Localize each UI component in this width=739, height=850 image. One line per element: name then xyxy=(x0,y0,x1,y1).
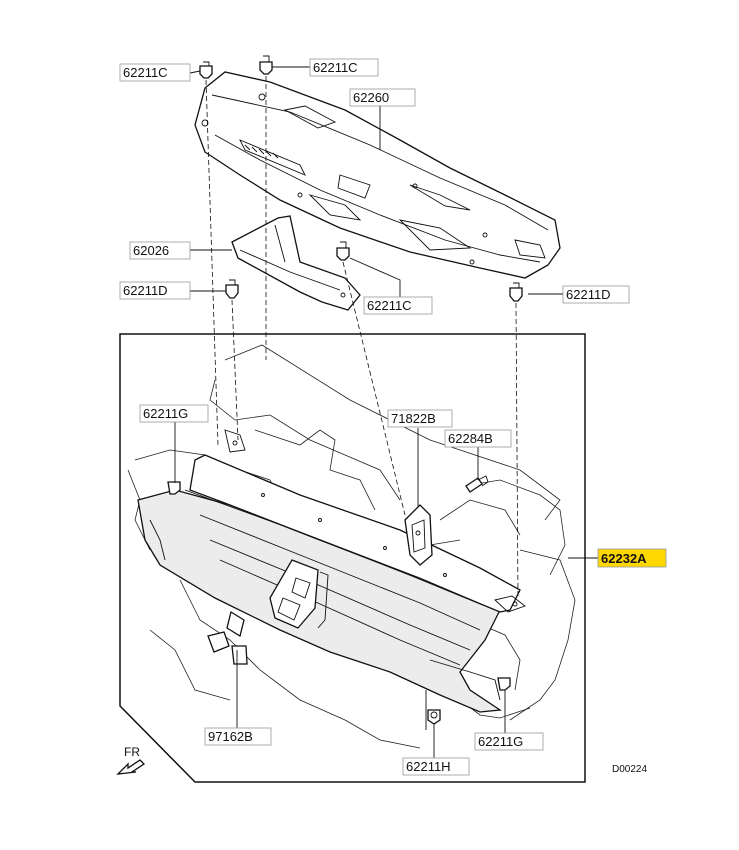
label-62232a: 62232A xyxy=(597,548,667,568)
clip-62211h-bottom xyxy=(427,709,441,725)
label-62211c-top-center: 62211C xyxy=(309,58,379,77)
svg-text:71822B: 71822B xyxy=(391,411,436,426)
bracket-62026 xyxy=(231,215,361,311)
svg-text:62260: 62260 xyxy=(353,90,389,105)
label-62211h-bottom: 62211H xyxy=(402,757,470,776)
svg-text:62211D: 62211D xyxy=(123,283,168,298)
svg-text:62211C: 62211C xyxy=(123,65,168,80)
svg-text:62211C: 62211C xyxy=(367,298,412,313)
svg-text:62232A: 62232A xyxy=(601,551,647,566)
bracket-71822b xyxy=(404,504,433,566)
clip-62211d-left xyxy=(225,279,239,299)
bolt-62284b xyxy=(465,475,489,493)
label-71822b: 71822B xyxy=(387,409,453,428)
svg-text:62026: 62026 xyxy=(133,243,169,258)
label-62211g-bottom: 62211G xyxy=(474,732,544,751)
label-62211d-right: 62211D xyxy=(562,285,630,304)
drawing-code: D00224 xyxy=(612,764,647,775)
clip-62211g-bottom xyxy=(497,677,511,691)
clip-62211g-left xyxy=(167,481,181,495)
label-62211d-left: 62211D xyxy=(119,281,191,300)
front-arrow-icon xyxy=(116,759,146,775)
emblem-97162b xyxy=(207,610,248,665)
label-62284b: 62284B xyxy=(444,429,512,448)
clip-62211c-top-center xyxy=(259,55,273,75)
label-62211g-left: 62211G xyxy=(139,404,209,423)
svg-text:62284B: 62284B xyxy=(448,431,493,446)
svg-text:62211G: 62211G xyxy=(143,406,188,421)
label-62211c-center: 62211C xyxy=(363,296,433,315)
clip-62211c-center xyxy=(336,241,350,261)
assembly-lines xyxy=(205,76,519,599)
label-62260: 62260 xyxy=(349,88,416,107)
clip-62211c-top-left xyxy=(199,61,213,79)
svg-text:FR: FR xyxy=(124,745,140,759)
front-direction-indicator: FR xyxy=(116,745,146,775)
upper-cover-panel xyxy=(194,71,561,279)
svg-text:62211D: 62211D xyxy=(566,287,611,302)
label-97162b: 97162B xyxy=(204,727,272,746)
front-grille xyxy=(137,429,526,713)
label-62211c-top-left: 62211C xyxy=(119,63,191,82)
svg-text:97162B: 97162B xyxy=(208,729,253,744)
svg-text:62211G: 62211G xyxy=(478,734,523,749)
clip-62211d-right xyxy=(509,282,523,302)
grille-assembly-frame xyxy=(119,333,586,783)
label-62026: 62026 xyxy=(129,241,191,260)
svg-text:62211C: 62211C xyxy=(313,60,358,75)
svg-text:62211H: 62211H xyxy=(406,759,451,774)
